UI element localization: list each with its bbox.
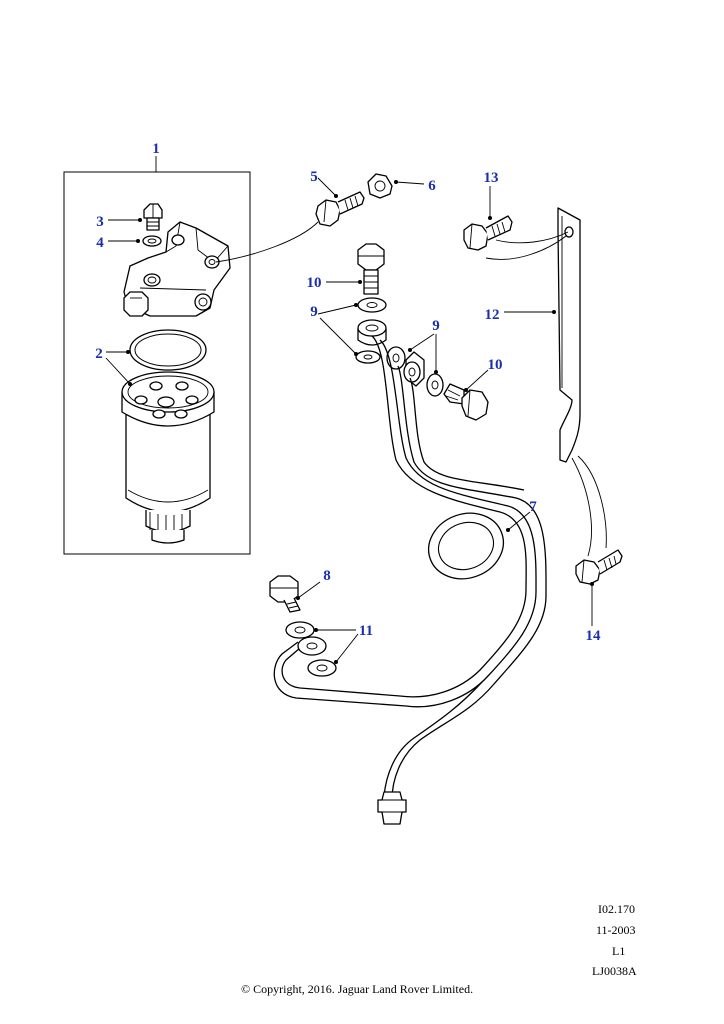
banjo-bolt-8 — [269, 575, 301, 613]
pipe-grommet — [428, 512, 504, 580]
washer-11-lower — [307, 659, 337, 677]
washer-11-upper — [285, 621, 315, 639]
callout-10-lower: 10 — [488, 357, 503, 373]
copyright-notice: © Copyright, 2016. Jaguar Land Rover Lim… — [241, 982, 474, 996]
callout-1: 1 — [152, 141, 160, 157]
callout-5: 5 — [310, 169, 318, 185]
callout-labels: 1 3 4 2 5 6 10 9 9 10 7 8 11 12 13 14 — [95, 141, 601, 644]
hidden-feed-line — [215, 221, 319, 263]
washer-9-right — [426, 373, 444, 397]
revision-date: 11-2003 — [596, 923, 636, 937]
callout-4: 4 — [96, 235, 104, 251]
filter-seal-ring — [129, 329, 207, 371]
callout-3: 3 — [96, 214, 104, 230]
callout-11: 11 — [359, 623, 373, 639]
nut-6 — [367, 173, 393, 199]
callout-2: 2 — [95, 346, 103, 362]
banjo-bolt-10-upper — [357, 243, 385, 295]
washer-9-lower — [355, 350, 381, 364]
callout-9-left: 9 — [310, 304, 318, 320]
mounting-bracket — [557, 207, 581, 463]
pipe-end-fitting — [377, 791, 407, 825]
callout-9-right: 9 — [432, 318, 440, 334]
callout-10-upper: 10 — [307, 275, 322, 291]
reference-code: I02.170 — [598, 902, 635, 916]
fuel-pipe-assembly — [273, 335, 547, 801]
banjo-union-lower — [297, 636, 327, 656]
callout-8: 8 — [323, 568, 331, 584]
level-code: L1 — [612, 944, 626, 958]
sealing-washer-4 — [142, 235, 162, 247]
assembly-1-frame — [63, 171, 251, 555]
bolt-14-leader-curves — [571, 455, 607, 557]
bolt-13-leader-curves — [485, 231, 569, 260]
washer-9-upper — [357, 297, 387, 313]
callout-7: 7 — [529, 499, 537, 515]
callout-leaders — [105, 156, 594, 664]
callout-13: 13 — [484, 170, 499, 186]
illustration-id: LJ0038A — [592, 964, 637, 978]
banjo-bolt-5 — [315, 191, 365, 227]
callout-6: 6 — [428, 178, 436, 194]
callout-12: 12 — [485, 307, 500, 323]
banjo-union-right — [386, 346, 425, 387]
callout-14: 14 — [586, 628, 602, 644]
fuel-filter-element — [121, 371, 215, 544]
bolt-14 — [575, 549, 623, 585]
bolt-13 — [463, 215, 513, 251]
filter-head — [123, 221, 231, 317]
banjo-bolt-10-lower — [443, 383, 489, 421]
bleed-screw — [143, 203, 163, 231]
